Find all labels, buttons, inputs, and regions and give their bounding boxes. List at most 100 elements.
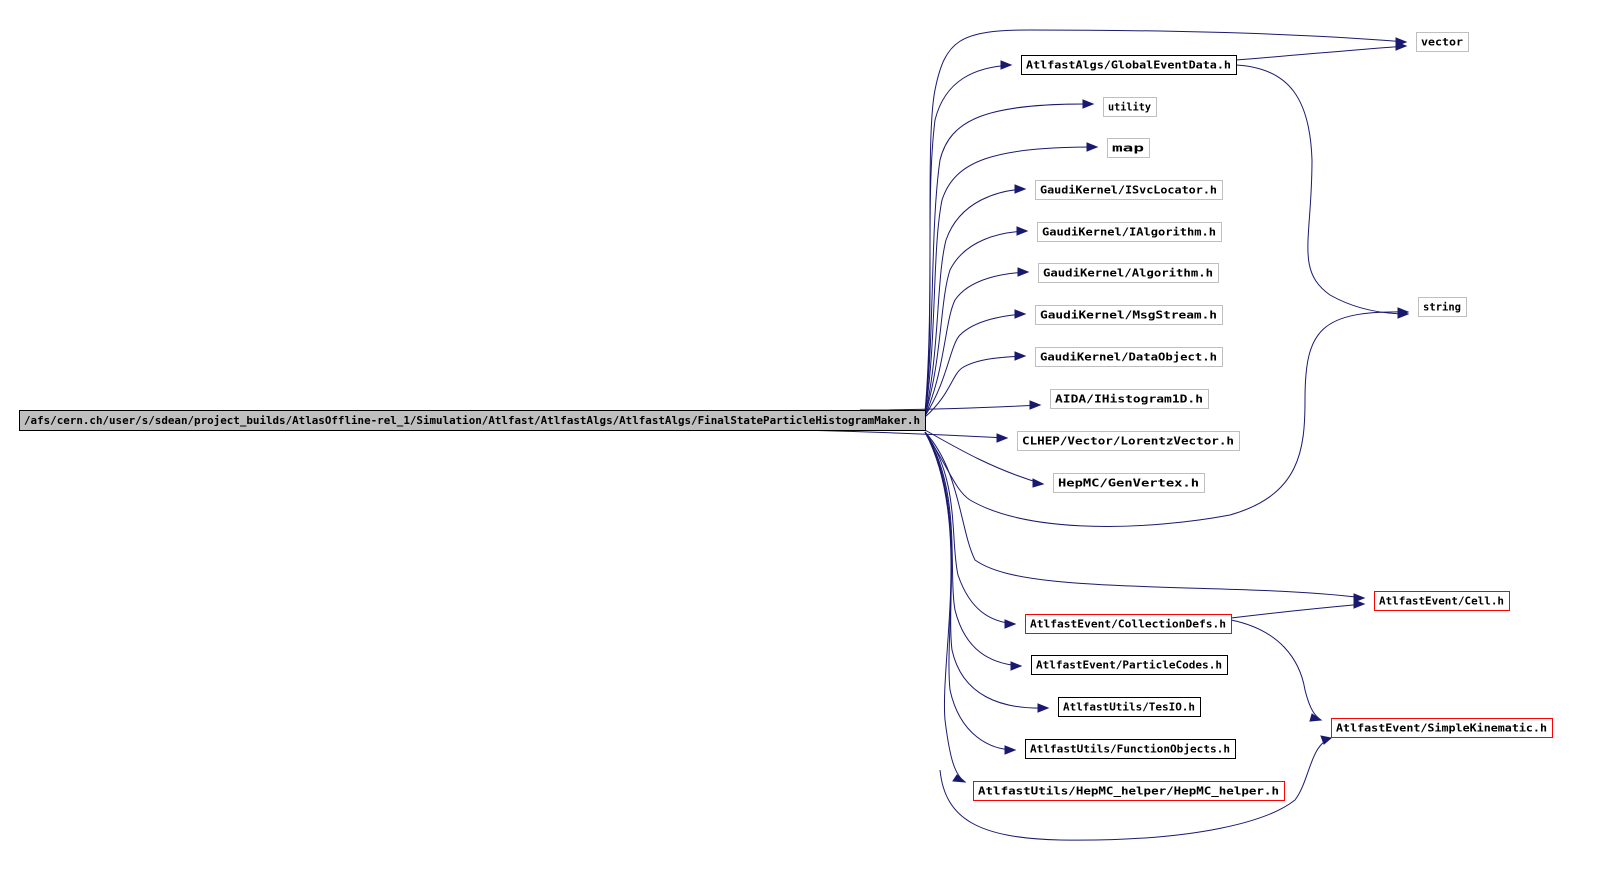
node-box (1107, 138, 1150, 158)
edge-root-to-clhep (799, 429, 1009, 443)
edge-line (924, 431, 966, 783)
node-box (1025, 739, 1236, 759)
edge-root-to-genvertex (924, 429, 1045, 488)
edge-global-to-vector (1235, 41, 1408, 61)
node-label: string (1423, 302, 1461, 314)
node-box (1035, 180, 1223, 200)
arrowhead-icon (1397, 309, 1410, 319)
node-label: AtlfastAlgs/GlobalEventData.h (1026, 60, 1231, 72)
edge-line (924, 431, 1016, 625)
node-label: AtlfastEvent/ParticleCodes.h (1036, 660, 1222, 672)
edge-root-to-msg (924, 309, 1027, 417)
node-box (1021, 55, 1237, 75)
node-algo[interactable]: GaudiKernel/Algorithm.h (1038, 263, 1219, 283)
node-box (1053, 473, 1205, 493)
edge-line (939, 737, 1332, 841)
edge-root-to-isvc (924, 184, 1027, 416)
node-label: AtlfastEvent/SimpleKinematic.h (1336, 723, 1547, 735)
node-hepmchelper[interactable]: AtlfastUtils/HepMC_helper/HepMC_helper.h (973, 781, 1285, 801)
node-cell[interactable]: AtlfastEvent/Cell.h (1374, 591, 1510, 611)
edge-line (924, 431, 1016, 751)
arrowhead-icon (1353, 593, 1366, 603)
node-funcobj[interactable]: AtlfastUtils/FunctionObjects.h (1025, 739, 1236, 759)
node-label: utility (1108, 102, 1152, 114)
node-simplekin[interactable]: AtlfastEvent/SimpleKinematic.h (1331, 718, 1553, 738)
node-genvertex[interactable]: HepMC/GenVertex.h (1053, 473, 1205, 493)
arrowhead-icon (1014, 184, 1027, 194)
edge-line (859, 404, 1041, 411)
edge-line (1230, 603, 1365, 619)
node-vector[interactable]: vector (1416, 32, 1469, 52)
edge-line (1235, 45, 1407, 61)
node-global[interactable]: AtlfastAlgs/GlobalEventData.h (1021, 55, 1237, 75)
node-root[interactable]: /afs/cern.ch/user/s/sdean/project_builds… (19, 410, 926, 431)
edge-colldefs-to-cell (1230, 599, 1366, 619)
node-label: AtlfastUtils/HepMC_helper/HepMC_helper.h (978, 786, 1279, 798)
arrowhead-icon (1037, 703, 1050, 713)
node-label: AtlfastUtils/TesIO.h (1063, 702, 1195, 714)
node-box (1031, 655, 1228, 675)
edge-line (924, 355, 1026, 418)
node-isvc[interactable]: GaudiKernel/ISvcLocator.h (1035, 180, 1223, 200)
node-label: GaudiKernel/MsgStream.h (1040, 310, 1217, 322)
node-box (1017, 431, 1240, 451)
node-string[interactable]: string (1418, 297, 1467, 317)
node-box (1374, 591, 1510, 611)
edge-line (1230, 619, 1322, 721)
node-box (1103, 97, 1157, 117)
arrowhead-icon (1309, 713, 1323, 722)
node-box (1025, 614, 1232, 634)
edge-colldefs-to-simplekin (1230, 619, 1323, 722)
node-ialgo[interactable]: GaudiKernel/IAlgorithm.h (1037, 222, 1222, 242)
node-clhep[interactable]: CLHEP/Vector/LorentzVector.h (1017, 431, 1240, 451)
node-box (1035, 347, 1223, 367)
node-msg[interactable]: GaudiKernel/MsgStream.h (1035, 305, 1223, 325)
edge-line (924, 271, 1029, 417)
arrowhead-icon (1010, 661, 1023, 671)
arrowhead-icon (1017, 267, 1030, 277)
node-box (19, 410, 926, 431)
edge-line (924, 429, 1044, 485)
node-box (1038, 263, 1219, 283)
edge-root-to-algo (924, 267, 1030, 417)
arrowhead-icon (952, 774, 967, 783)
edge-line (924, 431, 1022, 667)
node-label: GaudiKernel/DataObject.h (1040, 352, 1217, 364)
edge-root-to-utility (924, 99, 1095, 415)
node-utility[interactable]: utility (1103, 97, 1157, 117)
node-box (1416, 32, 1469, 52)
arrowhead-icon (1016, 226, 1029, 236)
node-label: CLHEP/Vector/LorentzVector.h (1022, 436, 1234, 448)
node-partcodes[interactable]: AtlfastEvent/ParticleCodes.h (1031, 655, 1228, 675)
node-colldefs[interactable]: AtlfastEvent/CollectionDefs.h (1025, 614, 1232, 634)
node-box (1331, 718, 1553, 738)
node-layer: /afs/cern.ch/user/s/sdean/project_builds… (19, 32, 1553, 801)
arrowhead-icon (1014, 309, 1027, 319)
edge-layer (799, 29, 1410, 841)
edge-root-to-aida (859, 400, 1042, 411)
edge-root-to-tesio (924, 431, 1050, 713)
node-map[interactable]: map (1107, 138, 1150, 158)
node-aida[interactable]: AIDA/IHistogram1D.h (1050, 389, 1209, 409)
arrowhead-icon (1082, 99, 1095, 109)
node-label: GaudiKernel/IAlgorithm.h (1042, 227, 1216, 239)
edge-global-to-string (1235, 64, 1410, 319)
edge-line (924, 431, 1365, 599)
node-box (1050, 389, 1209, 409)
node-label: AtlfastEvent/Cell.h (1379, 596, 1504, 608)
node-label: HepMC/GenVertex.h (1058, 478, 1199, 490)
edge-line (924, 230, 1028, 416)
edge-line (924, 146, 1098, 415)
edge-root-to-map (924, 142, 1099, 415)
node-label: GaudiKernel/ISvcLocator.h (1040, 185, 1217, 197)
node-dataobj[interactable]: GaudiKernel/DataObject.h (1035, 347, 1223, 367)
edge-line (924, 311, 1409, 527)
edge-line (924, 313, 1026, 417)
edge-root-to-partcodes (924, 431, 1023, 671)
node-tesio[interactable]: AtlfastUtils/TesIO.h (1058, 697, 1201, 717)
arrowhead-icon (1353, 599, 1366, 609)
node-box (1035, 305, 1223, 325)
arrowhead-icon (996, 433, 1009, 443)
node-box (1037, 222, 1222, 242)
